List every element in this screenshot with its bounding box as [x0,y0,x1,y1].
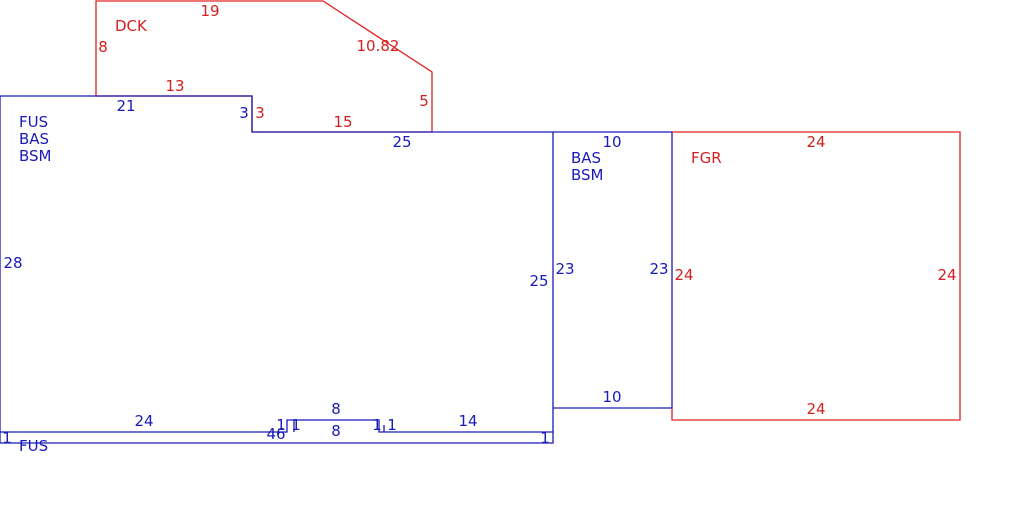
main-dim-bay-right-inner: 1 [372,416,382,434]
main-label-bas: BAS [19,130,49,148]
main-dim-bay-right-outer: 1 [387,416,397,434]
main-label-fus: FUS [19,113,48,131]
fgr-dim-right: 24 [937,266,956,284]
main-dim-top-right: 25 [392,133,411,151]
dck-label: DCK [115,17,148,35]
main-dim-bottom-right: 14 [458,412,477,430]
fus-strip-outline [0,419,553,433]
main-dim-left: 28 [3,254,22,272]
dck-dim-step: 3 [255,104,265,122]
dck-dim-top: 19 [200,2,219,20]
main-outline [0,95,554,444]
main-dim-top: 21 [116,97,135,115]
main-dim-bay-left-inner: 1 [291,416,301,434]
main-dim-bay-bottom: 8 [331,422,341,440]
dck-dim-left: 8 [98,38,108,56]
fus-strip-label: FUS [19,437,48,455]
bas-dim-left: 23 [555,260,574,278]
main-dim-right: 25 [529,272,548,290]
bas-bsm-outline [553,131,673,409]
main-dim-bottom-left: 24 [134,412,153,430]
main-dim-bay-top: 8 [331,400,341,418]
fgr-dim-bottom: 24 [806,400,825,418]
bas-dim-bottom: 10 [602,388,621,406]
main-dim-step: 3 [239,104,249,122]
fgr-label: FGR [691,149,722,167]
dck-dim-diagonal: 10.82 [357,37,400,55]
bsm-label: BSM [571,166,604,184]
bas-label: BAS [571,149,601,167]
main-dim-bottom-total: 46 [266,425,285,443]
fus-strip-dim-right: 1 [540,429,550,447]
dck-dim-right: 5 [419,92,429,110]
fgr-dim-left: 24 [674,266,693,284]
fus-strip-dim-left: 1 [2,429,12,447]
fgr-outline [671,131,961,421]
fgr-dim-top: 24 [806,133,825,151]
dck-dim-bottom: 15 [333,113,352,131]
main-dim-bay-left-outer: 1 [276,416,286,434]
dck-dim-bottom-left: 13 [165,77,184,95]
bas-dim-top: 10 [602,133,621,151]
bas-dim-right: 23 [649,260,668,278]
main-label-bsm: BSM [19,147,52,165]
